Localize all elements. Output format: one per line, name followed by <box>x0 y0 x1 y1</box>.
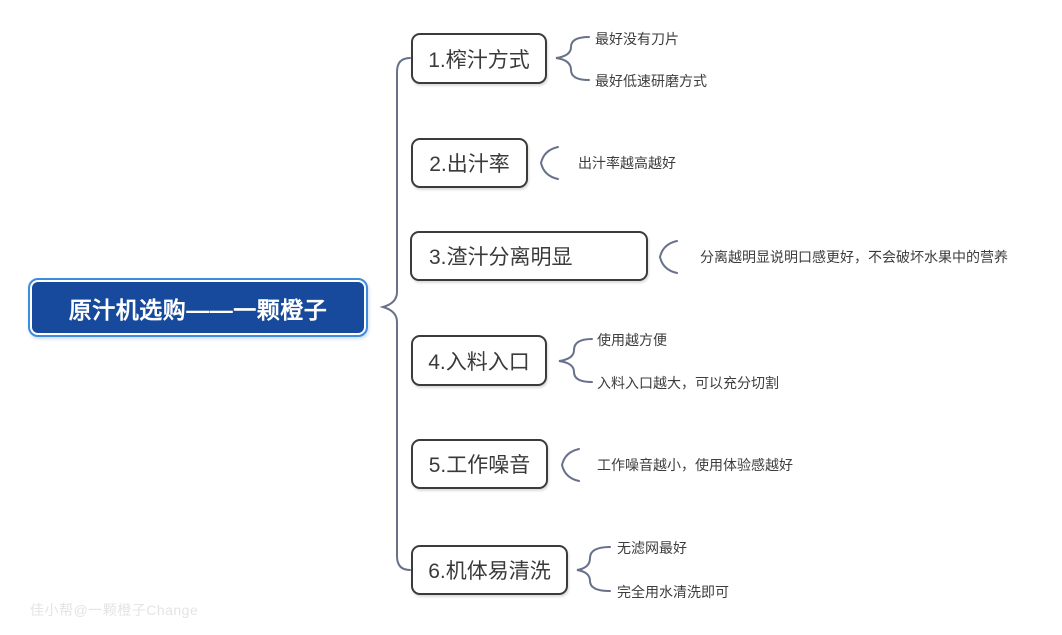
branch-label-4: 4.入料入口 <box>428 350 530 374</box>
branch-node-3[interactable]: 3.渣汁分离明显 <box>410 231 648 281</box>
leaf-text[interactable]: 工作噪音越小，使用体验感越好 <box>597 457 793 473</box>
leaf-text[interactable]: 最好没有刀片 <box>595 31 679 47</box>
leaf-text[interactable]: 分离越明显说明口感更好，不会破坏水果中的营养 <box>700 249 1008 265</box>
branch-node-4[interactable]: 4.入料入口 <box>411 335 547 386</box>
root-topic-inner: 原汁机选购——一颗橙子 <box>32 282 364 333</box>
root-topic-label: 原汁机选购——一颗橙子 <box>68 296 328 323</box>
branch-label-1: 1.榨汁方式 <box>428 48 530 72</box>
branch-label-2: 2.出汁率 <box>429 153 510 176</box>
branch-node-5[interactable]: 5.工作噪音 <box>411 439 548 489</box>
leaf-text[interactable]: 完全用水清洗即可 <box>617 584 729 600</box>
branch-3-brace-connector <box>658 240 678 274</box>
watermark-text: 佳小帮@一颗橙子Change <box>30 602 199 618</box>
branch-label-6: 6.机体易清洗 <box>428 560 551 583</box>
branch-4-brace-connector <box>558 338 593 383</box>
branch-node-6[interactable]: 6.机体易清洗 <box>411 545 568 595</box>
branch-label-3: 3.渣汁分离明显 <box>429 246 573 269</box>
leaf-text[interactable]: 最好低速研磨方式 <box>595 73 707 89</box>
branch-label-5: 5.工作噪音 <box>428 454 531 477</box>
leaf-text[interactable]: 出汁率越高越好 <box>578 155 676 171</box>
branch-node-2[interactable]: 2.出汁率 <box>411 138 528 188</box>
root-brace-connector <box>379 57 411 571</box>
branch-2-brace-connector <box>539 146 559 180</box>
leaf-text[interactable]: 入料入口越大，可以充分切割 <box>597 375 779 391</box>
branch-6-brace-connector <box>576 546 611 592</box>
leaf-text[interactable]: 无滤网最好 <box>617 540 687 556</box>
branch-5-brace-connector <box>560 448 580 482</box>
branch-1-brace-connector <box>555 36 590 81</box>
branch-node-1[interactable]: 1.榨汁方式 <box>411 33 547 84</box>
leaf-text[interactable]: 使用越方便 <box>597 332 667 348</box>
root-topic-node[interactable]: 原汁机选购——一颗橙子 <box>28 278 368 337</box>
